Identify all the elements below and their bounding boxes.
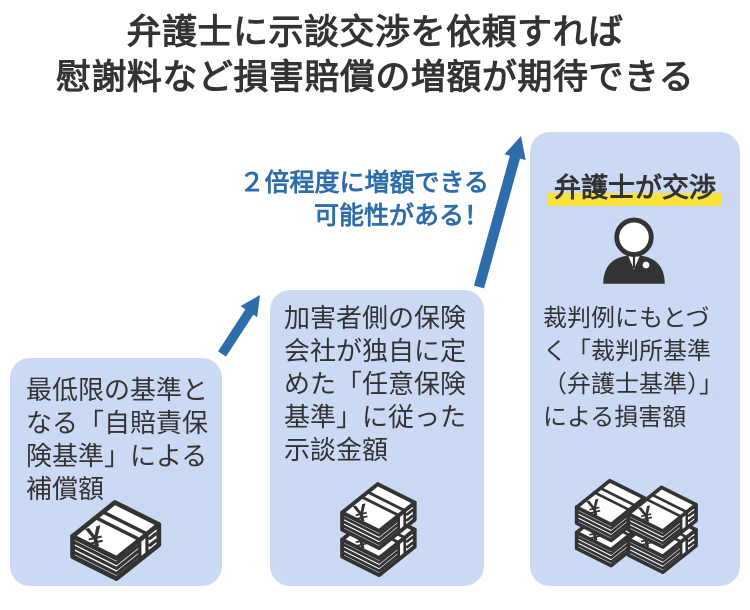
box-text: 裁判例にもとづ く「裁判所基準 （弁護士基準）」 による損害額 (543, 305, 723, 431)
highlighted-label: 弁護士が交渉 (548, 173, 722, 206)
box-jibaiseki-standard: 最低限の基準と なる「自賠責保 険基準」による 補償額 (10, 358, 222, 586)
page-title: 弁護士に示談交渉を依頼すれば 慰謝料など損害賠償の増額が期待できる (55, 13, 695, 97)
box-text: 加害者側の保険 会社が独自に定 めた「任意保険 基準」に従った 示談金額 (284, 303, 467, 465)
money-stack-icon (64, 494, 164, 582)
increase-arrow-icon (473, 136, 526, 289)
increase-callout: ２倍程度に増額できる 可能性がある！ (239, 169, 489, 230)
increase-arrow-icon (218, 295, 260, 357)
lawyer-negotiation-header: 弁護士が交渉 (530, 166, 740, 206)
money-stack-icon (574, 478, 698, 575)
box-text: 最低限の基準と なる「自賠責保 険基準」による 補償額 (26, 375, 209, 504)
box-nini-hoken-standard: 加害者側の保険 会社が独自に定 めた「任意保険 基準」に従った 示談金額 (270, 290, 484, 586)
money-stack-icon (340, 482, 417, 578)
box-saibansho-standard: 弁護士が交渉 裁判例にもとづ く「裁判所基準 （弁護士基準）」 による損害額 (530, 132, 740, 586)
lawyer-person-icon (603, 217, 665, 284)
